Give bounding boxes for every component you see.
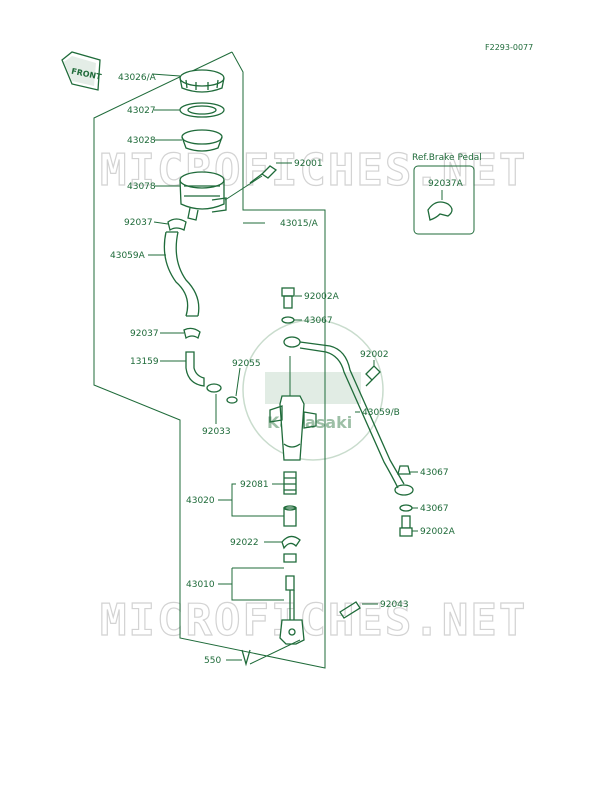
label-43059B: 43059/B xyxy=(362,408,400,418)
part-clip-ring xyxy=(206,383,238,404)
part-92037-top xyxy=(167,218,187,232)
part-92002A-low xyxy=(399,515,413,537)
label-13159: 13159 xyxy=(130,357,159,367)
part-43027 xyxy=(179,102,225,118)
label-92001: 92001 xyxy=(294,159,323,169)
part-43067-mid xyxy=(397,465,411,475)
label-92002A-top: 92002A xyxy=(304,292,340,302)
part-92002A-top xyxy=(281,287,295,309)
part-92022 xyxy=(281,535,301,550)
part-43059A xyxy=(163,231,200,317)
label-43078: 43078 xyxy=(127,182,156,192)
front-arrow-icon: FRONT xyxy=(61,51,103,91)
part-92002 xyxy=(365,365,381,387)
label-92002: 92002 xyxy=(360,350,389,360)
label-92037-mid: 92037 xyxy=(130,329,159,339)
part-13159 xyxy=(185,351,205,387)
ref-brake-pedal: Ref.Brake Pedal 92037A xyxy=(412,153,482,235)
label-43067-mid: 43067 xyxy=(420,468,449,478)
label-43026A: 43026/A xyxy=(118,73,157,83)
label-92022: 92022 xyxy=(230,538,259,548)
part-92081 xyxy=(283,471,297,495)
figure-id: F2293-0077 xyxy=(485,43,533,52)
label-43027: 43027 xyxy=(127,106,156,116)
label-550: 550 xyxy=(204,656,221,666)
part-43078 xyxy=(179,171,227,221)
part-43028 xyxy=(181,129,223,152)
part-43067-top xyxy=(281,316,295,324)
watermark-top: MICROFICHES.NET xyxy=(100,145,527,196)
part-92001 xyxy=(249,165,278,184)
label-43059A: 43059A xyxy=(110,251,146,261)
part-43020-piston xyxy=(283,505,297,527)
label-92043: 92043 xyxy=(380,600,409,610)
label-92055: 92055 xyxy=(232,359,261,369)
part-43059B xyxy=(283,336,414,496)
svg-text:Kawasaki: Kawasaki xyxy=(267,413,352,432)
label-43020: 43020 xyxy=(186,496,215,506)
assembly-outline xyxy=(93,51,326,669)
part-550 xyxy=(241,649,251,667)
watermark-bottom: MICROFICHES.NET xyxy=(100,595,527,646)
label-92081: 92081 xyxy=(240,480,269,490)
part-43026A xyxy=(179,69,225,93)
label-43010: 43010 xyxy=(186,580,215,590)
label-92037-top: 92037 xyxy=(124,218,153,228)
label-92033: 92033 xyxy=(202,427,231,437)
master-cylinder-body xyxy=(269,395,317,461)
label-92037A: 92037A xyxy=(428,179,464,189)
kawasaki-logo: Kawasaki xyxy=(242,319,384,461)
part-43010-pushrod xyxy=(279,553,305,645)
label-92002A-low: 92002A xyxy=(420,527,456,537)
label-43015A: 43015/A xyxy=(280,219,319,229)
label-43067-top: 43067 xyxy=(304,316,333,326)
label-43067-low: 43067 xyxy=(420,504,449,514)
part-92043 xyxy=(339,601,361,619)
part-43067-low xyxy=(399,504,413,512)
label-43028: 43028 xyxy=(127,136,156,146)
part-92037-mid xyxy=(183,327,201,340)
ref-label: Ref.Brake Pedal xyxy=(412,153,482,163)
